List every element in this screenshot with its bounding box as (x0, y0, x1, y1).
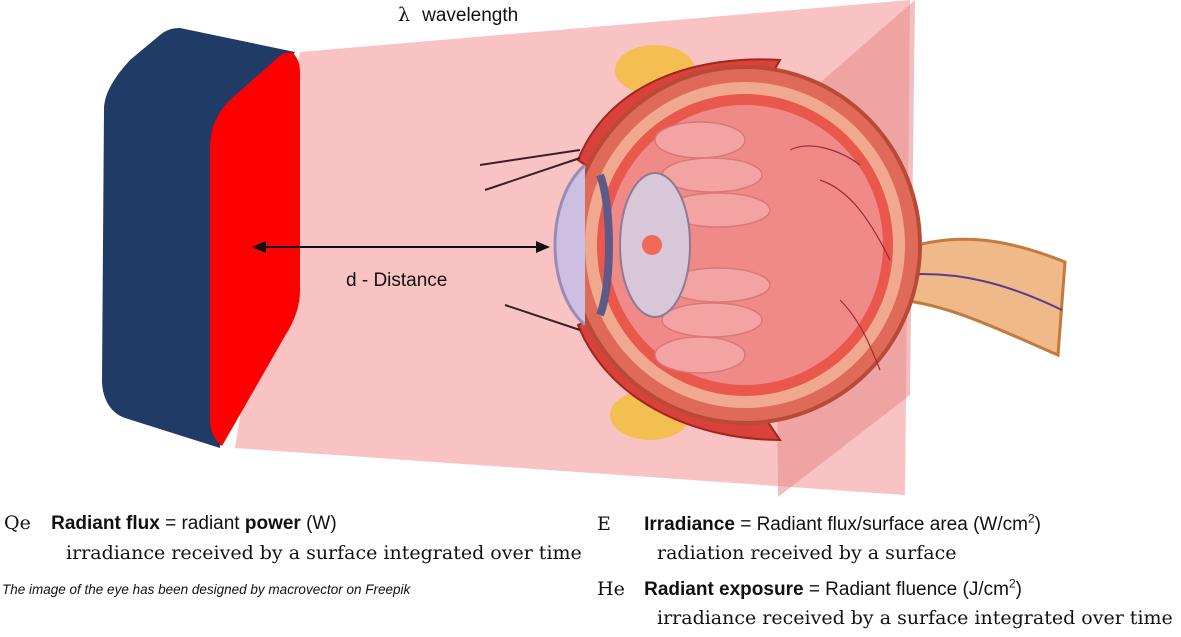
irradiance-symbol: E (597, 513, 611, 536)
radiant-exposure-term: Radiant exposure (644, 579, 804, 601)
irradiance-formula: Irradiance = Radiant flux/surface area (… (644, 512, 1041, 536)
wavelength-label-group: λ wavelength (398, 4, 518, 27)
radiant-exposure-formula-text: = Radiant fluence (J/cm (808, 579, 1009, 601)
radiant-exposure-row: He Radiant exposure = Radiant fluence (J… (597, 577, 1022, 601)
arrowhead-left (252, 241, 266, 253)
light-source (102, 28, 300, 448)
arrowhead-right (536, 241, 550, 253)
wavelength-label: wavelength (422, 5, 519, 26)
irradiance-row: E Irradiance = Radiant flux/surface area… (597, 512, 1041, 536)
image-credit: The image of the eye has been designed b… (2, 582, 411, 597)
radiant-exposure-description: irradiance received by a surface integra… (657, 607, 1173, 629)
distance-arrow (252, 241, 550, 253)
radiant-exposure-formula: Radiant exposure = Radiant fluence (J/cm… (644, 577, 1022, 601)
irradiance-close: ) (1034, 514, 1041, 536)
radiant-flux-symbol: Qe (4, 512, 31, 534)
radiant-exposure-superscript: 2 (1008, 577, 1016, 591)
distance-label: d - Distance (346, 270, 448, 291)
radiant-flux-equals: = radiant (165, 513, 240, 534)
irradiance-term: Irradiance (644, 514, 735, 536)
radiant-flux-unit: (W) (306, 513, 337, 534)
radiant-flux-term: Radiant flux (51, 513, 160, 534)
radiant-flux-description: irradiance received by a surface integra… (66, 542, 582, 564)
irradiance-superscript: 2 (1027, 512, 1035, 526)
irradiance-description: radiation received by a surface (657, 542, 957, 564)
radiant-exposure-close: ) (1015, 579, 1022, 601)
eye-illustration (479, 45, 1067, 442)
wavelength-symbol: λ (398, 4, 411, 26)
radiant-flux-row: Qe Radiant flux = radiant power (W) (4, 512, 337, 535)
radiant-flux-term2: power (244, 513, 301, 534)
irradiance-formula-text: = Radiant flux/surface area (W/cm (740, 514, 1028, 536)
radiant-exposure-symbol: He (597, 578, 625, 601)
light-source-face (210, 52, 300, 446)
radiant-flux-formula: Radiant flux = radiant power (W) (51, 513, 337, 534)
